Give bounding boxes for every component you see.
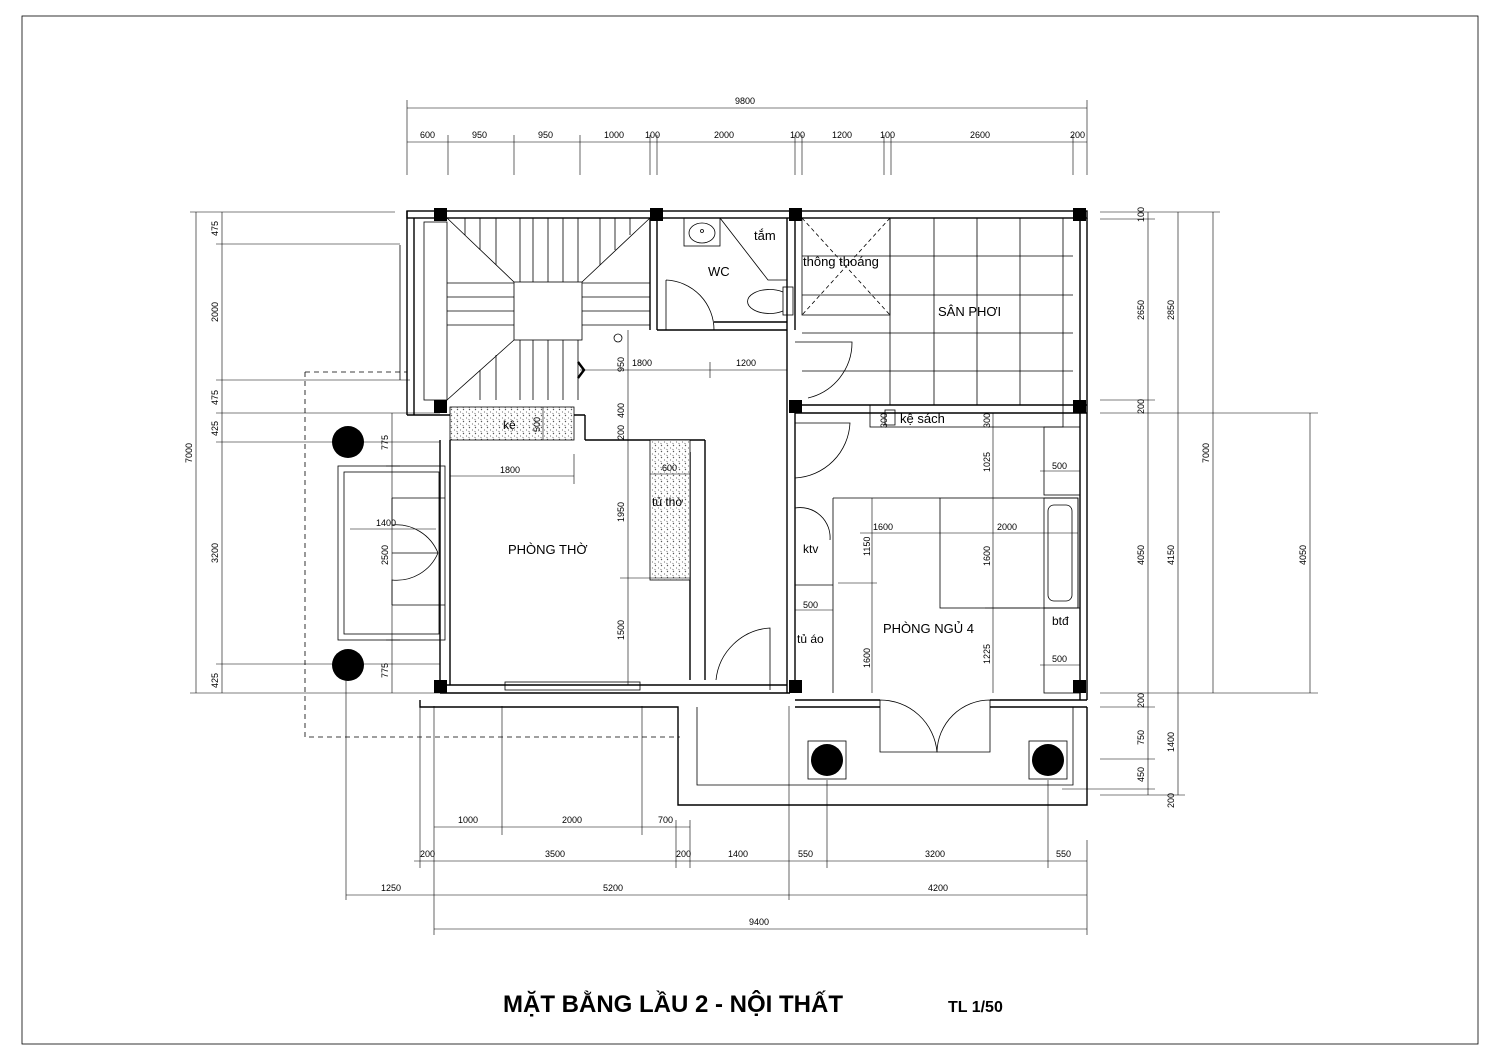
drawing-title: MẶT BẰNG LẦU 2 - NỘI THẤT TL 1/50 [503,990,1003,1018]
svg-text:3200: 3200 [925,849,945,859]
svg-text:7000: 7000 [1201,443,1211,463]
svg-text:2000: 2000 [562,815,582,825]
svg-text:1250: 1250 [381,883,401,893]
svg-text:200: 200 [676,849,691,859]
svg-text:1150: 1150 [862,537,872,556]
svg-text:9400: 9400 [749,917,769,927]
svg-text:200: 200 [420,849,435,859]
walls [304,210,1088,806]
svg-text:4150: 4150 [1166,545,1176,565]
svg-text:4050: 4050 [1298,545,1308,565]
interior-dimension-lines [350,330,1080,693]
sheet-border [21,15,1479,1045]
svg-text:3500: 3500 [545,849,565,859]
label-tam: tắm [754,228,776,243]
dimension-lines [190,100,1318,935]
svg-text:1025: 1025 [982,452,992,472]
svg-text:200: 200 [616,425,626,440]
svg-text:4050: 4050 [1136,545,1146,565]
svg-text:775: 775 [380,663,390,678]
svg-text:1800: 1800 [500,465,520,475]
svg-text:500: 500 [803,600,818,610]
svg-text:1950: 1950 [616,502,626,522]
svg-text:1400: 1400 [728,849,748,859]
svg-text:1500: 1500 [616,620,626,640]
label-phong-tho: PHÒNG THỜ [508,542,588,557]
label-btd: btđ [1052,614,1069,628]
svg-text:300: 300 [982,413,992,428]
svg-text:500: 500 [1052,654,1067,664]
label-tu-tho: tủ thờ [652,495,683,509]
svg-text:1400: 1400 [1166,732,1176,752]
svg-text:1600: 1600 [862,648,872,668]
svg-text:2000: 2000 [210,302,220,322]
svg-text:100: 100 [645,130,660,140]
svg-text:200: 200 [1070,130,1085,140]
svg-text:9800: 9800 [735,96,755,106]
label-ke-sach: kệ sách [900,411,945,426]
svg-text:1800: 1800 [632,358,652,368]
svg-text:600: 600 [662,463,677,473]
svg-text:500: 500 [1052,461,1067,471]
label-ke: kệ [503,418,516,432]
svg-text:5200: 5200 [603,883,623,893]
svg-text:2000: 2000 [714,130,734,140]
svg-text:425: 425 [210,673,220,688]
staircase [446,217,651,401]
svg-text:100: 100 [790,130,805,140]
svg-text:2600: 2600 [970,130,990,140]
label-thong-thoang: thông thoáng [803,254,879,269]
svg-text:200: 200 [1166,793,1176,808]
svg-text:100: 100 [1136,207,1146,222]
svg-text:500: 500 [532,417,542,432]
label-tu-ao: tủ áo [797,632,824,646]
svg-text:200: 200 [1136,693,1146,708]
svg-text:475: 475 [210,390,220,405]
svg-text:950: 950 [616,357,626,372]
svg-text:2000: 2000 [997,522,1017,532]
svg-text:2850: 2850 [1166,300,1176,320]
svg-text:550: 550 [1056,849,1071,859]
title-main: MẶT BẰNG LẦU 2 - NỘI THẤT [503,990,843,1018]
svg-text:200: 200 [1136,399,1146,414]
svg-text:425: 425 [210,421,220,436]
fixtures [449,217,1081,694]
svg-text:300: 300 [879,413,889,428]
svg-text:4200: 4200 [928,883,948,893]
svg-text:475: 475 [210,221,220,236]
svg-text:100: 100 [880,130,895,140]
svg-text:1600: 1600 [982,546,992,566]
room-labels: WC tắm thông thoáng SÂN PHƠI kệ kệ sách … [503,228,1069,646]
label-wc: WC [708,264,730,279]
svg-text:1000: 1000 [458,815,478,825]
svg-text:400: 400 [616,403,626,418]
svg-text:7000: 7000 [184,443,194,463]
svg-text:1200: 1200 [736,358,756,368]
svg-text:1400: 1400 [376,518,396,528]
svg-text:700: 700 [658,815,673,825]
structural-columns [332,208,1086,780]
svg-text:1225: 1225 [982,644,992,664]
dimension-text: 9800 600 950 950 1000 100 2000 100 1200 … [184,96,1308,927]
svg-text:600: 600 [420,130,435,140]
label-ktv: ktv [803,542,818,556]
svg-text:2650: 2650 [1136,300,1146,320]
svg-text:750: 750 [1136,730,1146,745]
svg-text:1200: 1200 [832,130,852,140]
label-phong-ngu-4: PHÒNG NGỦ 4 [883,621,974,636]
label-san-phoi: SÂN PHƠI [938,304,1001,319]
svg-text:3200: 3200 [210,543,220,563]
svg-text:1000: 1000 [604,130,624,140]
svg-text:450: 450 [1136,767,1146,782]
title-scale: TL 1/50 [948,999,1003,1016]
door-swings [391,279,991,753]
svg-text:1600: 1600 [873,522,893,532]
svg-text:2500: 2500 [380,545,390,565]
svg-text:775: 775 [380,435,390,450]
svg-text:950: 950 [472,130,487,140]
svg-text:950: 950 [538,130,553,140]
svg-text:550: 550 [798,849,813,859]
